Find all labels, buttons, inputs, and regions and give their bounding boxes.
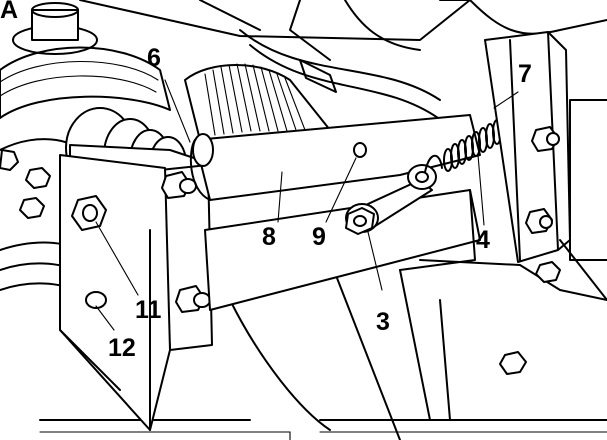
bolt-11 [71,195,107,231]
hex-nut-left-2 [19,197,45,219]
eye-bolt [345,164,437,235]
callout-9: 9 [312,223,326,251]
callout-4: 4 [476,226,490,254]
left-bracket [59,144,213,431]
leader-11 [95,221,139,296]
right-bracket [484,31,571,263]
hex-nut-background-1 [535,261,561,283]
hex-nut-left-1 [25,167,51,189]
callout-3: 3 [376,308,390,336]
tension-arm [189,114,481,311]
nut-right-upper [531,126,560,152]
leader-9 [325,157,357,223]
callout-6: 6 [147,44,161,72]
hex-nut-left-3 [0,149,19,171]
nut-upper-bracket [161,171,197,199]
nut-lower-bracket [175,285,211,313]
nut-right-lower [525,208,553,234]
callout-8: 8 [262,223,276,251]
corner-letter: A [0,0,18,24]
callout-12: 12 [108,334,136,362]
leader-3 [367,231,383,291]
filter-pleats [204,63,306,136]
hex-nut-background-2 [499,351,527,375]
leader-12 [95,305,115,331]
leader-7 [493,91,519,109]
bolt-12 [85,291,107,309]
leader-lines [95,79,519,331]
arm-hole [353,142,367,158]
leader-4 [477,154,485,226]
callout-labels: A 6 7 8 9 4 3 11 12 [0,0,532,362]
leader-6 [164,79,191,143]
callout-7: 7 [518,60,532,88]
leader-8 [277,171,283,223]
callout-11: 11 [135,296,162,324]
